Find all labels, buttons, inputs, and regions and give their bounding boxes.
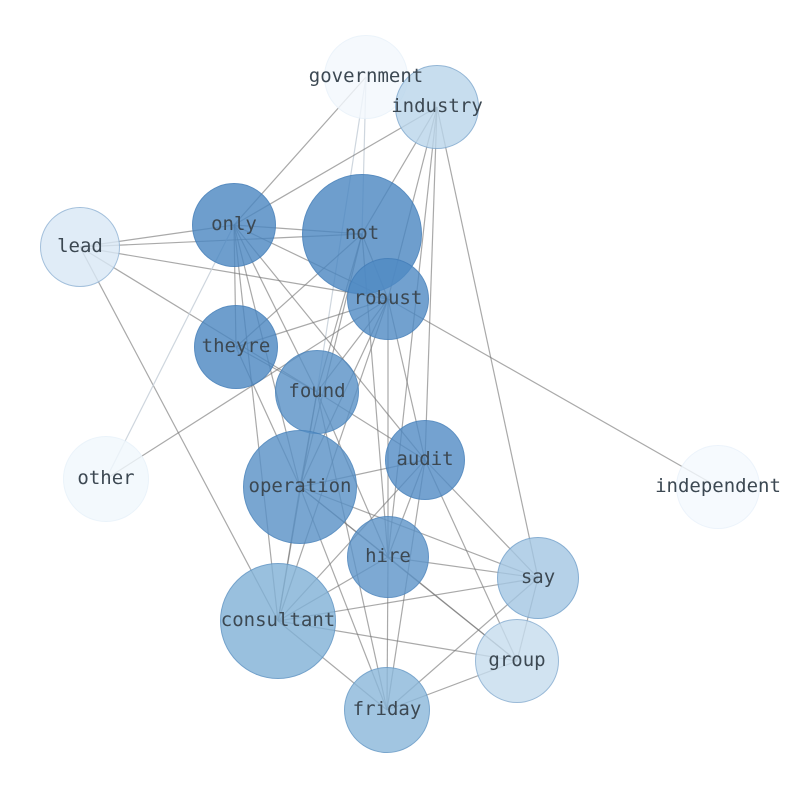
node-label-friday: friday	[352, 698, 422, 720]
node-hire	[347, 516, 429, 598]
node-label-government: government	[308, 65, 424, 87]
node-label-operation: operation	[248, 475, 352, 497]
node-only	[192, 183, 276, 267]
node-theyre	[194, 305, 278, 389]
node-say	[497, 537, 579, 619]
edge-only-audit	[233, 224, 426, 461]
node-label-group: group	[488, 649, 546, 671]
node-consultant	[220, 563, 336, 679]
node-label-hire: hire	[365, 545, 411, 567]
node-audit	[385, 420, 465, 500]
node-label-found: found	[288, 380, 346, 402]
node-industry	[395, 65, 479, 149]
node-label-theyre: theyre	[201, 335, 271, 357]
node-label-other: other	[77, 467, 135, 489]
node-found	[275, 350, 359, 434]
edge-other-only	[105, 224, 235, 480]
node-operation	[243, 430, 357, 544]
edge-lead-consultant	[79, 246, 279, 622]
node-lead	[40, 207, 120, 287]
edge-only-consultant	[233, 224, 279, 622]
node-friday	[344, 667, 430, 753]
node-label-lead: lead	[57, 235, 103, 257]
node-label-only: only	[211, 213, 257, 235]
node-label-not: not	[344, 222, 380, 244]
edge-industry-audit	[424, 106, 438, 461]
node-government	[324, 35, 408, 119]
node-label-robust: robust	[353, 287, 423, 309]
edge-robust-independent	[387, 298, 719, 488]
node-other	[63, 436, 149, 522]
node-robust	[347, 258, 429, 340]
node-label-consultant: consultant	[220, 609, 336, 631]
edge-lead-found	[79, 246, 318, 393]
edge-industry-say	[436, 106, 539, 579]
node-label-audit: audit	[396, 448, 454, 470]
node-label-independent: independent	[655, 475, 781, 497]
node-label-industry: industry	[391, 95, 483, 117]
edge-lead-robust	[79, 246, 389, 300]
node-group	[475, 619, 559, 703]
node-independent	[676, 445, 760, 529]
node-label-say: say	[520, 566, 556, 588]
edge-other-robust	[105, 298, 389, 480]
